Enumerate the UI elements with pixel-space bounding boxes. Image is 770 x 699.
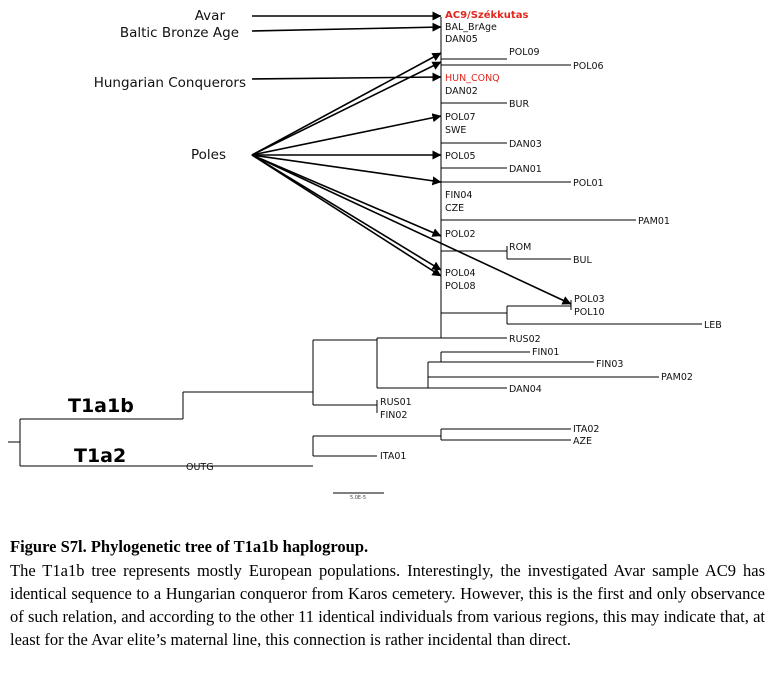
figure-caption: Figure S7l. Phylogenetic tree of T1a1b h… <box>10 536 765 651</box>
haplogroup-label-t1a2: T1a2 <box>74 445 126 467</box>
leaf-cze: CZE <box>445 203 464 214</box>
leaf-pol01: POL01 <box>573 178 604 189</box>
scale-label: 5.0E-5 <box>350 495 366 501</box>
scale-bar: 5.0E-5 <box>333 492 384 501</box>
leaf-aze: AZE <box>573 436 592 447</box>
leaf-bal: BAL_BrAge <box>445 22 497 33</box>
leaf-pol06: POL06 <box>573 61 604 72</box>
leaf-dan05: DAN05 <box>445 34 478 45</box>
leaf-fin04: FIN04 <box>445 190 472 201</box>
figure-title: Figure S7l. Phylogenetic tree of T1a1b h… <box>10 537 369 556</box>
leaf-bur: BUR <box>509 99 529 110</box>
tree-branches <box>8 17 702 467</box>
phylogenetic-tree: AC9/Székkutas BAL_BrAge DAN05 POL09 POL0… <box>8 8 722 501</box>
leaf-dan04: DAN04 <box>509 384 542 395</box>
leaf-dan02: DAN02 <box>445 86 478 97</box>
arrow-poles-pol04 <box>251 154 442 271</box>
leaf-dan01: DAN01 <box>509 164 542 175</box>
arrow-poles-pol07 <box>251 113 442 156</box>
leaf-pol07: POL07 <box>445 112 476 123</box>
haplogroup-label-t1a1b: T1a1b <box>68 395 134 417</box>
arrow-poles-pol09 <box>251 52 442 156</box>
leaf-bul: BUL <box>573 255 592 266</box>
leaf-swe: SWE <box>445 125 466 136</box>
arrow-poles-pol02 <box>251 154 442 237</box>
figure-description: The T1a1b tree represents mostly Europea… <box>10 561 765 649</box>
leaf-pol02: POL02 <box>445 229 476 240</box>
leaf-fin01: FIN01 <box>532 347 559 358</box>
leaf-ita01: ITA01 <box>380 451 406 462</box>
arrow-hungarian <box>251 72 442 82</box>
leaf-rus01: RUS01 <box>380 397 412 408</box>
leaf-ac9: AC9/Székkutas <box>445 9 528 21</box>
leaf-leb: LEB <box>704 320 722 331</box>
arrow-poles-pol01 <box>251 154 442 186</box>
leaf-pol10: POL10 <box>574 307 605 318</box>
arrow-poles-pol03 <box>251 154 572 305</box>
leaf-rus02: RUS02 <box>509 334 541 345</box>
population-label-avar: Avar <box>195 8 226 24</box>
leaf-pol09: POL09 <box>509 47 540 58</box>
population-label-baltic: Baltic Bronze Age <box>120 25 239 41</box>
leaf-pol04: POL04 <box>445 268 476 279</box>
leaf-fin03: FIN03 <box>596 359 623 370</box>
arrow-baltic <box>251 22 442 32</box>
leaf-pam02: PAM02 <box>661 372 693 383</box>
arrow-poles-pol08 <box>251 154 442 277</box>
population-arrows <box>251 11 572 305</box>
leaf-pol05: POL05 <box>445 151 476 162</box>
leaf-labels: AC9/Székkutas BAL_BrAge DAN05 POL09 POL0… <box>186 9 722 473</box>
leaf-pol08: POL08 <box>445 281 476 292</box>
population-label-poles: Poles <box>191 147 226 163</box>
leaf-ita02: ITA02 <box>573 424 599 435</box>
leaf-dan03: DAN03 <box>509 139 542 150</box>
leaf-fin02: FIN02 <box>380 410 407 421</box>
population-label-hungarian: Hungarian Conquerors <box>94 75 246 91</box>
leaf-pam01: PAM01 <box>638 216 670 227</box>
leaf-outg: OUTG <box>186 462 214 473</box>
arrow-poles-pol06 <box>251 61 442 156</box>
leaf-rom: ROM <box>509 242 531 253</box>
leaf-pol03: POL03 <box>574 294 605 305</box>
leaf-hun-conq: HUN_CONQ <box>445 73 500 84</box>
